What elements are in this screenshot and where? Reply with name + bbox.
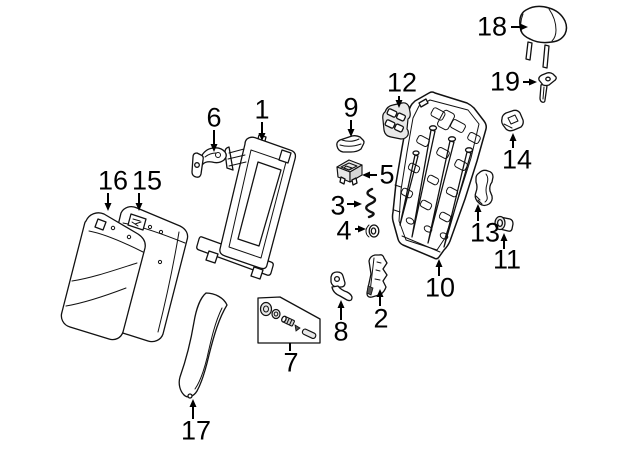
callout-arrow-8: [337, 300, 345, 320]
callout-label-19: 19: [489, 66, 521, 97]
part-8-mount-bracket: [330, 271, 353, 302]
callout-label-13: 13: [469, 217, 501, 248]
part-2-side-bracket: [366, 254, 388, 298]
part-19-headrest-guide: [538, 72, 557, 103]
callout-arrow-16: [104, 193, 112, 211]
callout-label-3: 3: [330, 190, 346, 221]
callout-arrow-4: [355, 225, 366, 233]
part-3-spring-wire: [365, 187, 377, 219]
callout-arrows: [104, 23, 537, 419]
callout-label-4: 4: [336, 215, 352, 246]
part-12-hinge-bracket: [382, 102, 411, 140]
callout-arrow-19: [523, 78, 537, 86]
part-4-grommet: [365, 224, 380, 238]
callout-arrow-12: [395, 96, 403, 108]
callout-arrow-6: [210, 130, 218, 152]
part-11-bumper-clip: [494, 215, 514, 232]
callout-label-11: 11: [492, 244, 522, 275]
part-6-latch-bracket: [191, 147, 227, 178]
callout-label-14: 14: [501, 144, 533, 175]
callout-arrow-17: [189, 399, 197, 419]
callout-label-10: 10: [424, 272, 456, 303]
part-7-hardware-kit-box: [257, 296, 321, 344]
callout-label-5: 5: [379, 159, 395, 190]
callout-arrow-3: [347, 200, 362, 208]
callout-label-8: 8: [333, 316, 349, 347]
part-9-cover-cap: [336, 135, 365, 153]
callout-arrow-1: [258, 122, 266, 141]
callout-arrow-13: [474, 204, 482, 221]
callout-label-16: 16: [97, 165, 129, 196]
part-1-seat-back-frame: [196, 134, 297, 280]
callout-label-2: 2: [373, 303, 389, 334]
part-14-cover-cap: [501, 109, 524, 132]
callout-arrow-14: [509, 133, 517, 148]
callout-arrow-10: [435, 259, 443, 276]
part-17-side-trim-strip: [178, 292, 228, 399]
part-16-seat-back-cover: [60, 212, 146, 341]
callout-arrow-15: [135, 193, 143, 211]
callout-label-12: 12: [386, 67, 418, 98]
part-5-striker-housing: [336, 159, 363, 186]
callout-label-15: 15: [131, 165, 163, 196]
callout-label-6: 6: [206, 102, 222, 133]
callout-label-18: 18: [476, 11, 508, 42]
callout-label-9: 9: [343, 92, 359, 123]
part-13-side-guide-bracket: [474, 169, 494, 207]
callout-label-7: 7: [283, 347, 299, 378]
callout-arrow-2: [376, 289, 384, 306]
callout-arrow-9: [347, 120, 355, 137]
callout-label-17: 17: [180, 415, 212, 446]
part-18-headrest: [519, 5, 568, 69]
part-10-seat-back-panel: [391, 91, 487, 260]
callout-arrow-11: [500, 233, 508, 249]
callout-arrow-5: [362, 171, 377, 179]
callout-label-1: 1: [254, 94, 270, 125]
callout-arrow-18: [511, 23, 528, 31]
